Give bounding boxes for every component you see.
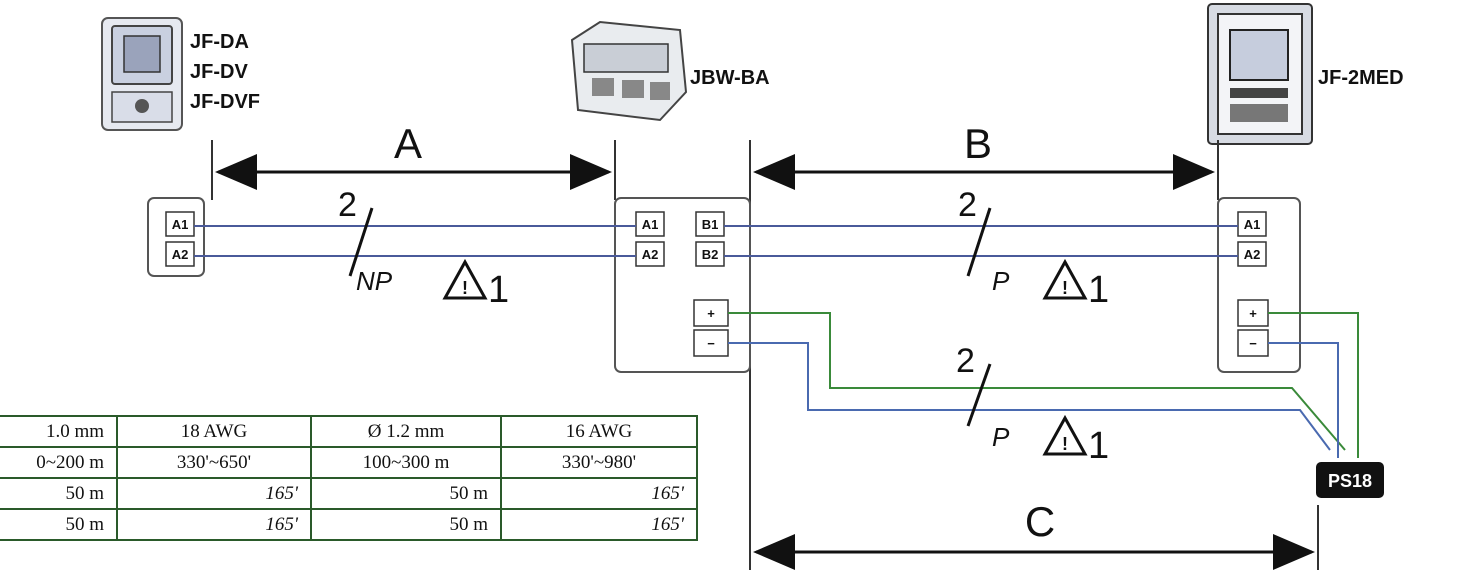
door-station-model-2: JF-DV <box>190 61 248 83</box>
warning-icon-c: ! <box>1042 414 1088 456</box>
master-station-icon <box>1207 3 1313 145</box>
table-cell: 18 AWG <box>116 415 312 448</box>
svg-text:!: ! <box>1062 434 1068 454</box>
master-terminal-block <box>1217 197 1301 373</box>
door-station-icon <box>101 17 183 131</box>
wire-spec-table: 1.0 mm 18 AWG Ø 1.2 mm 16 AWG 0~200 m 33… <box>0 415 698 541</box>
table-row: 1.0 mm 18 AWG Ø 1.2 mm 16 AWG <box>0 415 698 448</box>
table-cell: 165' <box>500 508 698 541</box>
door-station-model-3: JF-DVF <box>190 91 260 113</box>
wire-count-c: 2 <box>956 342 975 380</box>
door-station-model-1: JF-DA <box>190 31 249 53</box>
table-cell: 50 m <box>310 477 502 510</box>
note-ref-a: 1 <box>488 269 509 311</box>
table-cell: 330'~650' <box>116 446 312 479</box>
terminal-minus-master: − <box>1249 336 1257 351</box>
warning-icon-b: ! <box>1042 258 1088 300</box>
terminal-a1-door: A1 <box>172 217 189 232</box>
table-row: 50 m 165' 50 m 165' <box>0 477 698 510</box>
table-cell: 0~200 m <box>0 446 118 479</box>
terminal-a2-door: A2 <box>172 247 189 262</box>
wire-run-c <box>728 312 1359 458</box>
terminal-b1-adaptor: B1 <box>702 217 719 232</box>
adaptor-terminal-block <box>614 197 751 373</box>
wire-type-a: NP <box>356 266 393 296</box>
terminal-a2-adaptor: A2 <box>642 247 659 262</box>
terminal-plus-master: + <box>1249 306 1257 321</box>
note-ref-b: 1 <box>1088 269 1109 311</box>
terminal-plus-adaptor: + <box>707 306 715 321</box>
wire-type-b: P <box>992 266 1010 296</box>
door-station-terminal-block <box>147 197 205 277</box>
table-cell: Ø 1.2 mm <box>310 415 502 448</box>
terminal-b2-adaptor: B2 <box>702 247 719 262</box>
wire-run-a <box>194 225 636 257</box>
table-row: 50 m 165' 50 m 165' <box>0 508 698 541</box>
table-cell: 165' <box>116 508 312 541</box>
master-model-label: JF-2MED <box>1318 67 1404 89</box>
svg-text:!: ! <box>1062 278 1068 298</box>
wire-count-a: 2 <box>338 186 357 224</box>
wire-type-c: P <box>992 422 1010 452</box>
wire-count-b: 2 <box>958 186 977 224</box>
table-cell: 165' <box>500 477 698 510</box>
table-row: 0~200 m 330'~650' 100~300 m 330'~980' <box>0 446 698 479</box>
power-supply-label: PS18 <box>1328 471 1372 491</box>
table-cell: 50 m <box>310 508 502 541</box>
table-cell: 165' <box>116 477 312 510</box>
terminal-a2-master: A2 <box>1244 247 1261 262</box>
warning-icon-a: ! <box>442 258 488 300</box>
distance-label-c: C <box>1025 498 1055 545</box>
table-cell: 50 m <box>0 477 118 510</box>
table-cell: 1.0 mm <box>0 415 118 448</box>
adaptor-model-label: JBW-BA <box>690 67 770 89</box>
terminal-minus-adaptor: − <box>707 336 715 351</box>
table-cell: 330'~980' <box>500 446 698 479</box>
power-supply-box <box>1316 462 1384 498</box>
terminal-a1-master: A1 <box>1244 217 1261 232</box>
adaptor-icon <box>570 20 688 122</box>
wire-run-b <box>724 225 1238 257</box>
table-cell: 100~300 m <box>310 446 502 479</box>
distance-label-a: A <box>394 120 422 167</box>
table-cell: 16 AWG <box>500 415 698 448</box>
terminal-a1-adaptor: A1 <box>642 217 659 232</box>
svg-text:!: ! <box>462 278 468 298</box>
distance-label-b: B <box>964 120 992 167</box>
note-ref-c: 1 <box>1088 425 1109 467</box>
table-cell: 50 m <box>0 508 118 541</box>
